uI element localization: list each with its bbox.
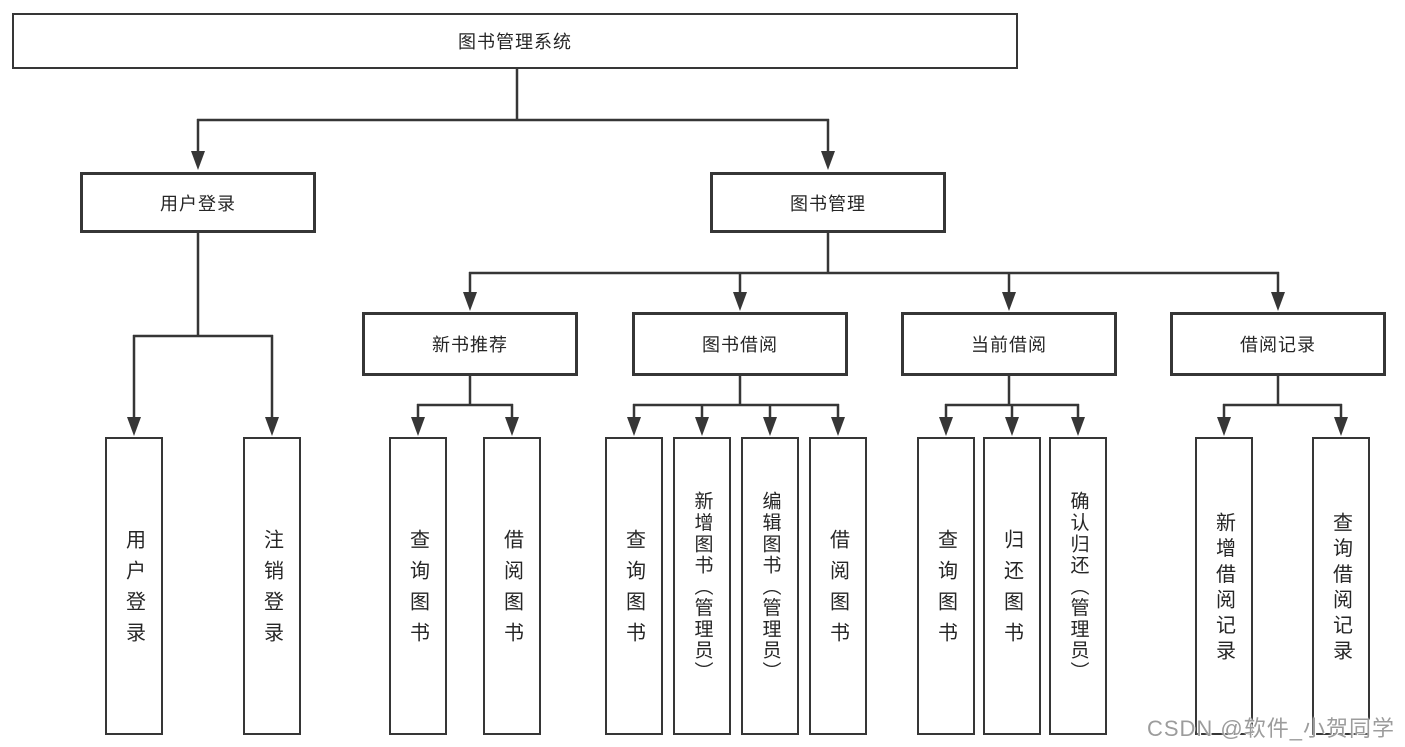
node-label: 当前借阅 [971,335,1047,355]
node-label: 新增图书（管理员） [691,491,713,683]
node-label: 借阅图书 [500,529,523,653]
node-leaf-add-books-admin: 新增图书（管理员） [673,437,731,735]
node-label: 图书借阅 [702,335,778,355]
node-label: 归还图书 [1000,529,1023,653]
node-leaf-query-borrow-record: 查询借阅记录 [1312,437,1370,735]
node-label: 图书管理系统 [458,32,572,52]
node-label: 查询图书 [622,529,645,653]
node-label: 注销登录 [260,529,283,653]
node-leaf-borrow-books-recommend: 借阅图书 [483,437,541,735]
node-label: 借阅图书 [826,529,849,653]
node-label: 用户登录 [160,193,236,214]
csdn-watermark: CSDN @软件_小贺同学 [1146,716,1395,741]
node-label: 确认归还（管理员） [1067,491,1089,683]
node-label: 借阅记录 [1240,335,1316,355]
node-leaf-confirm-return-admin: 确认归还（管理员） [1049,437,1107,735]
node-label: 新增借阅记录 [1212,511,1235,666]
node-new-book-recommendation: 新书推荐 [362,312,578,376]
node-label: 查询图书 [934,529,957,653]
node-book-management: 图书管理 [710,172,946,233]
node-leaf-add-borrow-record: 新增借阅记录 [1195,437,1253,735]
node-label: 用户登录 [122,529,145,653]
node-current-borrowing: 当前借阅 [901,312,1117,376]
node-leaf-query-books-recommend: 查询图书 [389,437,447,735]
node-book-borrowing: 图书借阅 [632,312,848,376]
node-user-login: 用户登录 [80,172,316,233]
node-leaf-user-login: 用户登录 [105,437,163,735]
node-leaf-query-books-current: 查询图书 [917,437,975,735]
node-label: 图书管理 [790,193,866,214]
node-leaf-edit-books-admin: 编辑图书（管理员） [741,437,799,735]
node-label: 编辑图书（管理员） [759,491,781,683]
node-label: 查询图书 [406,529,429,653]
node-library-management-system: 图书管理系统 [12,13,1018,69]
node-leaf-logout: 注销登录 [243,437,301,735]
node-leaf-query-books-borrowing: 查询图书 [605,437,663,735]
node-leaf-return-books: 归还图书 [983,437,1041,735]
node-borrowing-records: 借阅记录 [1170,312,1386,376]
node-label: 查询借阅记录 [1329,511,1352,666]
node-label: 新书推荐 [432,335,508,355]
node-leaf-borrow-books: 借阅图书 [809,437,867,735]
